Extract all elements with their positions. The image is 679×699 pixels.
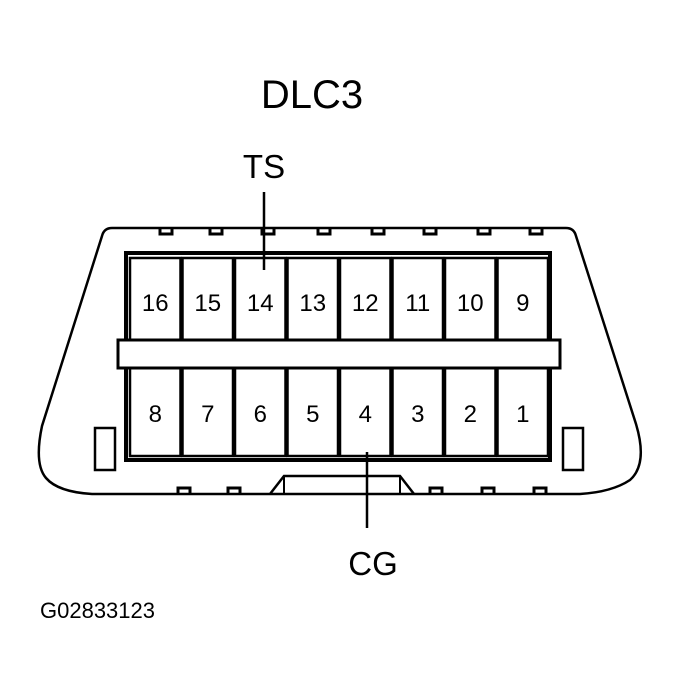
bottom-edge-notches bbox=[176, 486, 548, 494]
pin-number: 13 bbox=[299, 290, 326, 317]
figure-code: G02833123 bbox=[40, 598, 155, 623]
pin-number: 8 bbox=[149, 401, 162, 428]
edge-notch bbox=[532, 486, 548, 494]
cg-callout-label: CG bbox=[348, 545, 398, 582]
pin-number: 6 bbox=[254, 401, 267, 428]
pin-number: 5 bbox=[306, 401, 319, 428]
edge-notch bbox=[316, 228, 332, 236]
center-divider-bar bbox=[116, 338, 562, 370]
pin-row-top: 16 15 14 13 12 11 10 9 bbox=[128, 256, 550, 342]
edge-notch bbox=[226, 486, 242, 494]
pin-number: 3 bbox=[411, 401, 424, 428]
ts-callout-label: TS bbox=[243, 148, 285, 185]
pin-number: 14 bbox=[247, 290, 274, 317]
edge-notch bbox=[428, 486, 444, 494]
edge-notch bbox=[476, 228, 492, 236]
right-latch-slot bbox=[561, 426, 585, 472]
pin-number: 2 bbox=[464, 401, 477, 428]
edge-notch bbox=[208, 228, 224, 236]
edge-notch bbox=[260, 228, 276, 236]
pin-number: 11 bbox=[405, 290, 430, 317]
diagram-title: DLC3 bbox=[261, 73, 363, 117]
edge-notch bbox=[370, 228, 386, 236]
edge-notch bbox=[480, 486, 496, 494]
connector-shell bbox=[37, 226, 643, 496]
pin-number: 12 bbox=[352, 290, 379, 317]
pin-number: 10 bbox=[457, 290, 484, 317]
pin-number: 9 bbox=[516, 290, 529, 317]
pin-row-bottom: 8 7 6 5 4 3 2 1 bbox=[128, 366, 550, 458]
bottom-key-recess bbox=[269, 474, 415, 495]
edge-notch bbox=[158, 228, 174, 236]
pin-number: 16 bbox=[142, 290, 169, 317]
edge-notch bbox=[528, 228, 544, 236]
edge-notch bbox=[176, 486, 192, 494]
pin-number: 7 bbox=[201, 401, 214, 428]
edge-notch bbox=[422, 228, 438, 236]
left-latch-slot bbox=[93, 426, 117, 472]
pin-number: 1 bbox=[516, 401, 529, 428]
top-edge-notches bbox=[158, 228, 544, 236]
pin-number: 4 bbox=[359, 401, 372, 428]
pin-number: 15 bbox=[194, 290, 221, 317]
